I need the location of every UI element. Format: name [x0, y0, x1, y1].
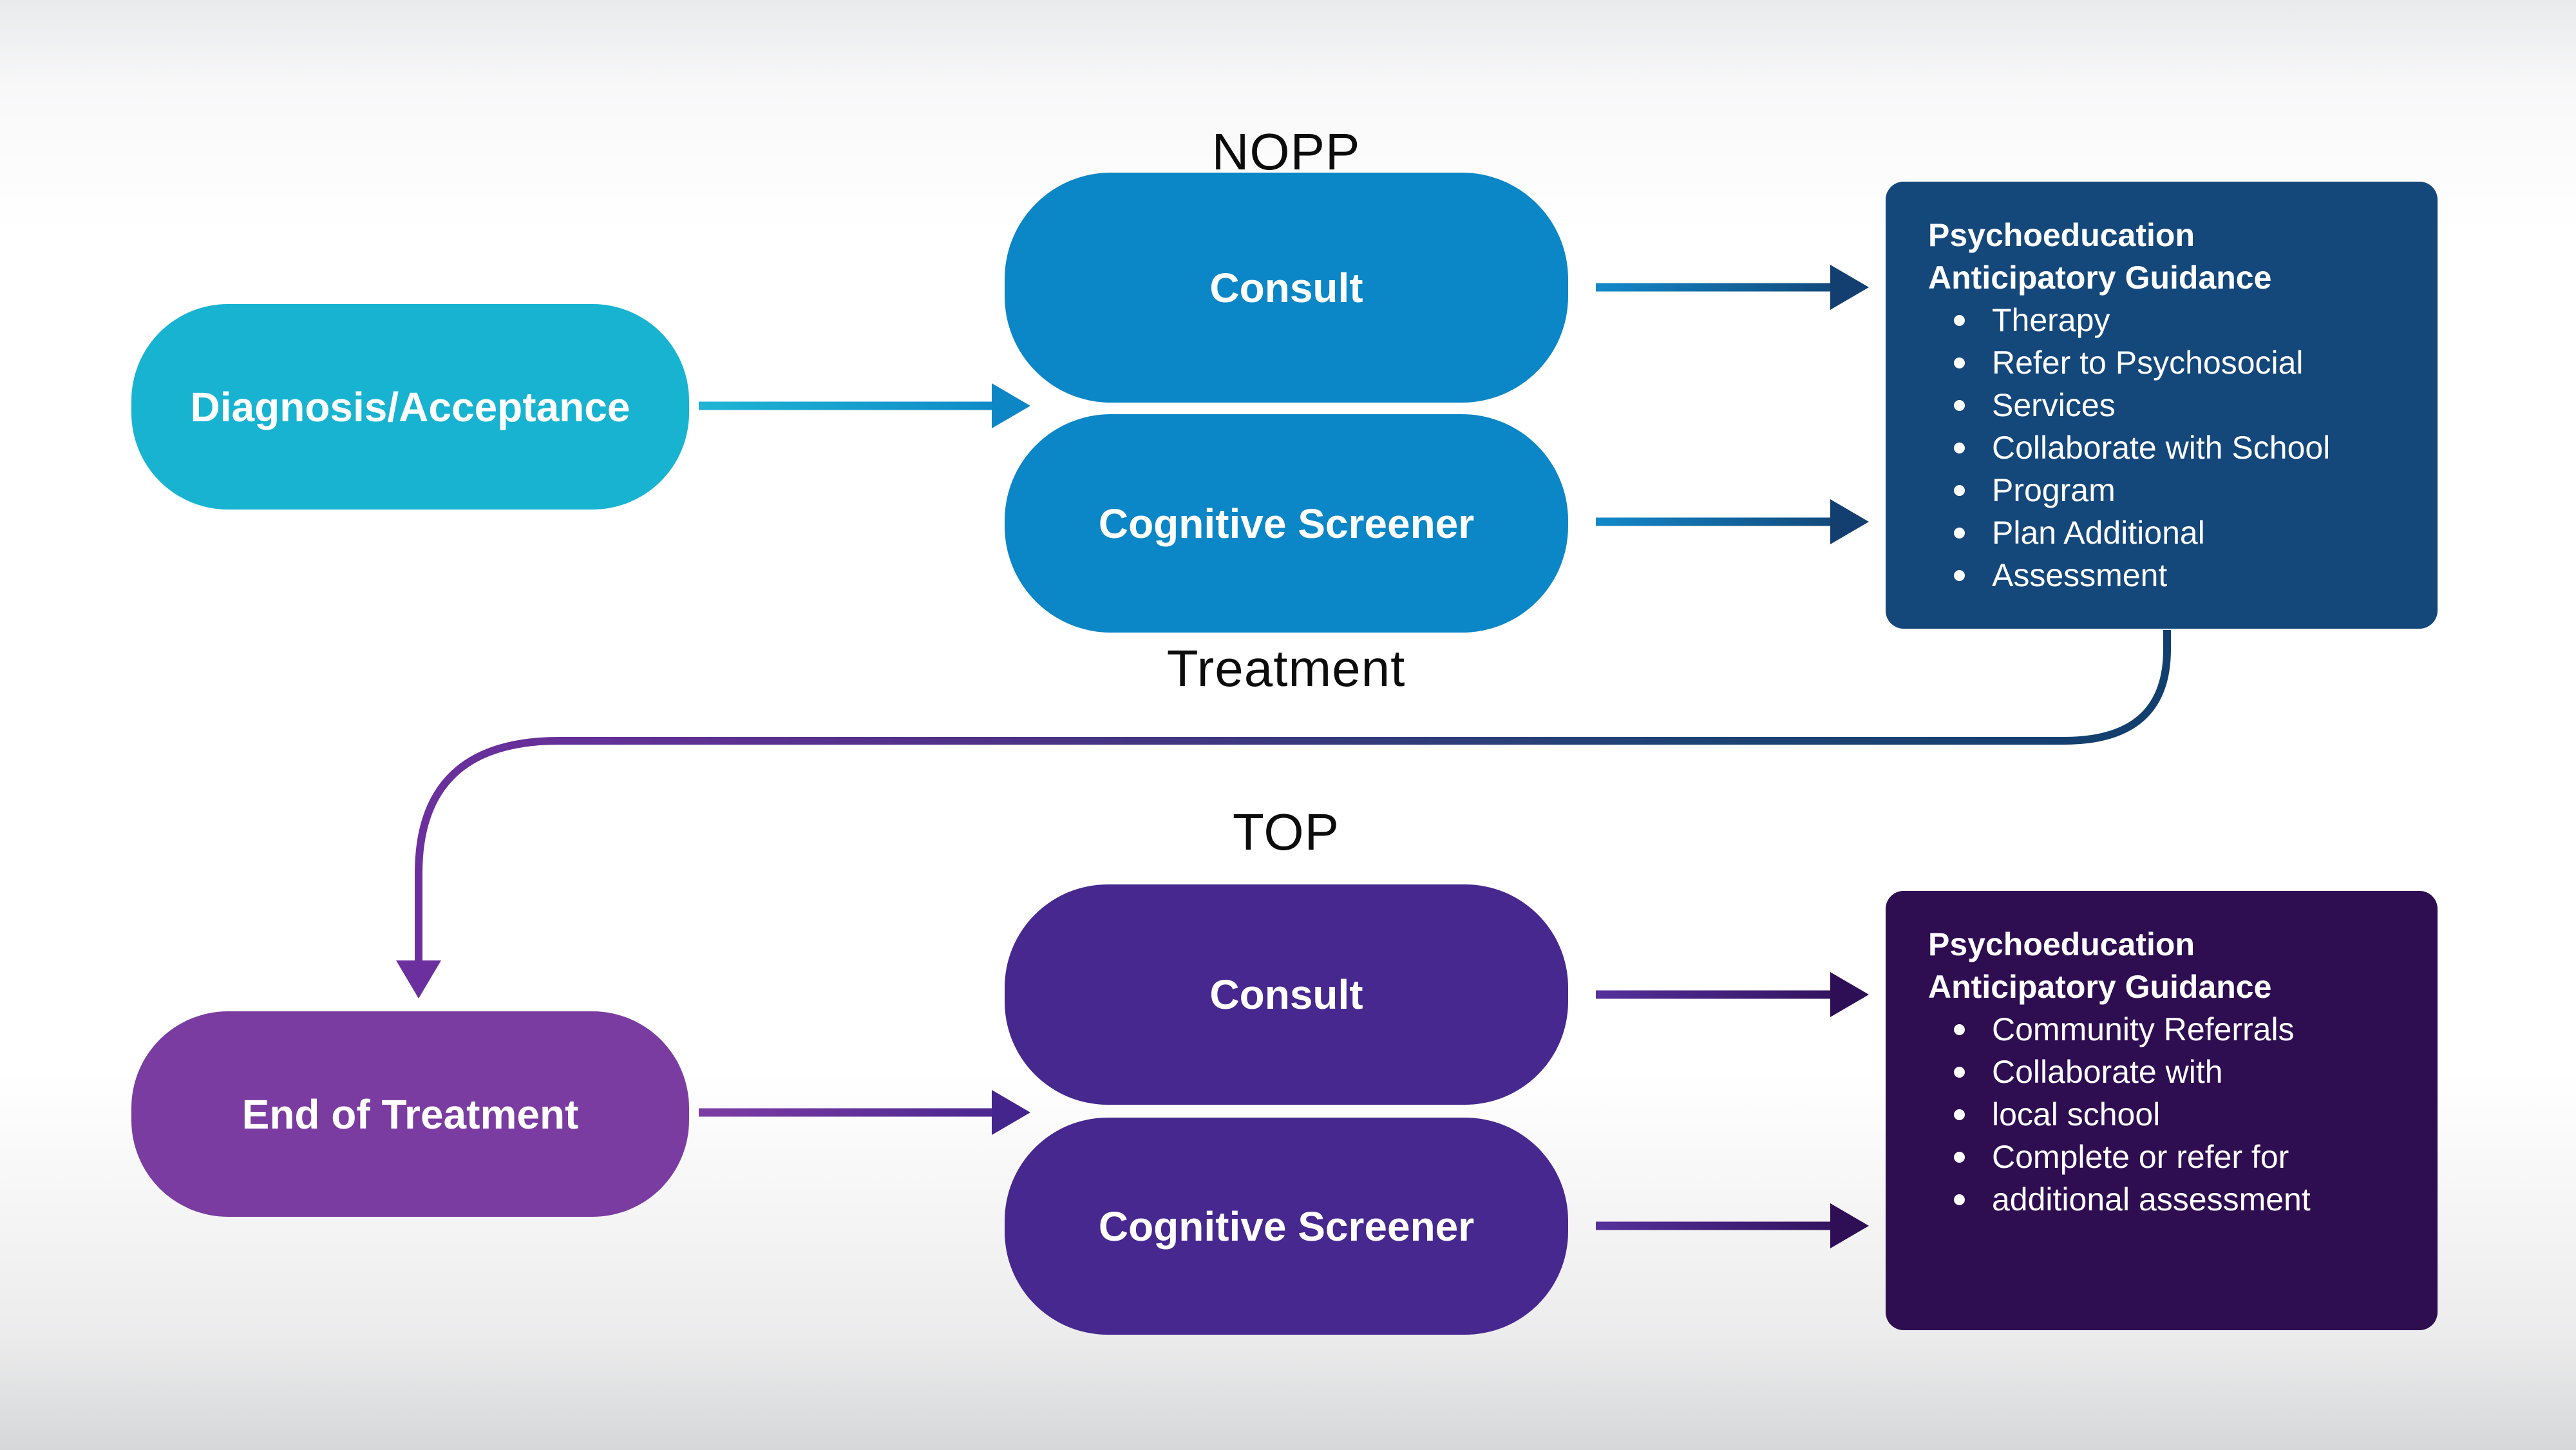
bullet-label: additional assessment — [1992, 1181, 2311, 1217]
guidance-bullet: additional assessment — [1928, 1178, 2418, 1221]
nopp-cognitive-screener-node: Cognitive Screener — [1005, 414, 1568, 633]
bullet-label: Collaborate with — [1992, 1054, 2223, 1090]
top-cognitive-screener-node: Cognitive Screener — [1005, 1118, 1568, 1335]
end-of-treatment-node: End of Treatment — [131, 1011, 689, 1217]
diagnosis-acceptance-node: Diagnosis/Acceptance — [131, 304, 689, 510]
top-consult-node: Consult — [1005, 884, 1568, 1105]
nopp-section-label: NOPP — [1211, 123, 1361, 180]
treatment-label: Treatment — [1166, 640, 1406, 697]
guidance-bullet: local school — [1928, 1093, 2418, 1136]
arrow-end-of-treatment-to-top — [699, 1090, 1030, 1135]
guidance-bullet: Program — [1928, 469, 2418, 511]
bullet-dot-icon — [1954, 527, 1965, 539]
bullet-label: Program — [1992, 472, 2116, 508]
guidance-bullet: Refer to Psychosocial — [1928, 341, 2418, 384]
bullet-label: local school — [1992, 1096, 2161, 1132]
guidance-box-title-line1: Psychoeducation — [1928, 217, 2195, 253]
arrow-nopp-consult-to-box — [1596, 265, 1869, 310]
bullet-dot-icon — [1954, 399, 1965, 411]
guidance-bullet: Services — [1928, 384, 2418, 426]
bullet-label: Complete or refer for — [1992, 1139, 2289, 1175]
arrow-diagnosis-to-nopp — [699, 383, 1030, 428]
bullet-label: Therapy — [1992, 302, 2110, 338]
arrow-nopp-screener-to-box — [1596, 499, 1869, 544]
bullet-label: Community Referrals — [1992, 1011, 2295, 1047]
top-section-label: TOP — [1232, 803, 1340, 861]
bullet-label: Assessment — [1992, 557, 2168, 593]
nopp-consult-node: Consult — [1005, 173, 1568, 403]
guidance-bullet: Collaborate with School — [1928, 426, 2418, 469]
bullet-dot-icon — [1954, 1066, 1965, 1078]
guidance-bullet: Complete or refer for — [1928, 1136, 2418, 1178]
guidance-box-title-line2: Anticipatory Guidance — [1928, 969, 2272, 1005]
bullet-dot-icon — [1954, 1024, 1965, 1035]
guidance-bullet: Collaborate with — [1928, 1051, 2418, 1093]
arrow-top-screener-to-box — [1596, 1203, 1869, 1248]
bullet-label: Collaborate with School — [1992, 430, 2331, 466]
bullet-dot-icon — [1954, 569, 1965, 581]
guidance-bullet: Therapy — [1928, 299, 2418, 341]
bullet-dot-icon — [1954, 442, 1965, 453]
bullet-label: Refer to Psychosocial — [1992, 345, 2304, 381]
bullet-dot-icon — [1954, 1151, 1965, 1163]
top-guidance-box: Psychoeducation Anticipatory Guidance Co… — [1886, 891, 2438, 1330]
nopp-guidance-box: Psychoeducation Anticipatory Guidance Th… — [1886, 182, 2438, 629]
guidance-box-title-line1: Psychoeducation — [1928, 926, 2195, 962]
guidance-bullet: Community Referrals — [1928, 1008, 2418, 1051]
arrow-top-consult-to-box — [1596, 972, 1869, 1017]
bullet-dot-icon — [1954, 314, 1965, 326]
connector-box-to-end-of-treatment — [396, 630, 2171, 998]
bullet-dot-icon — [1954, 357, 1965, 368]
bullet-label: Services — [1992, 387, 2116, 423]
guidance-box-title-line2: Anticipatory Guidance — [1928, 260, 2272, 296]
bullet-dot-icon — [1954, 484, 1965, 496]
bullet-dot-icon — [1954, 1109, 1965, 1120]
bullet-dot-icon — [1954, 1194, 1965, 1205]
guidance-bullet: Plan Additional — [1928, 511, 2418, 554]
bullet-label: Plan Additional — [1992, 515, 2205, 551]
guidance-bullet: Assessment — [1928, 554, 2418, 596]
